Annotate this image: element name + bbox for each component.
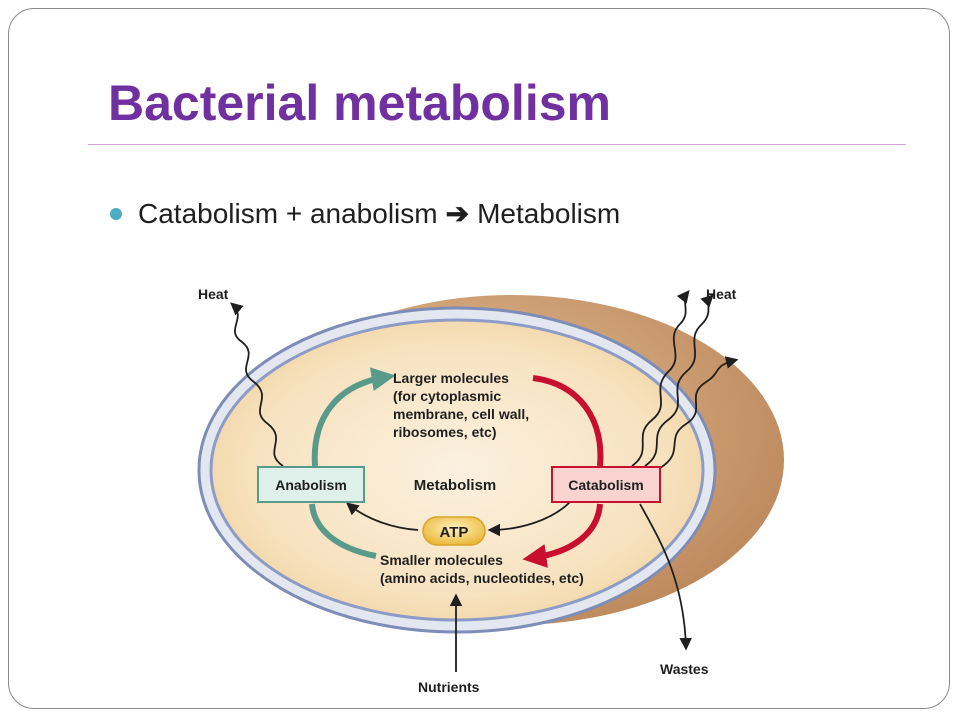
bullet-dot-icon [110, 207, 122, 220]
larger-molecules-text: Larger molecules (for cytoplasmic membra… [393, 370, 533, 440]
smaller-molecules-line-2: (amino acids, nucleotides, etc) [380, 570, 584, 586]
cell-membrane [209, 318, 705, 622]
catabolism-to-atp-arrow [487, 501, 571, 537]
smaller-molecules-line-1: Smaller molecules [380, 552, 503, 568]
larger-molecules-line-3: membrane, cell wall, [393, 406, 529, 422]
metabolism-center-label: Metabolism [414, 477, 497, 494]
wastes-arrow [639, 503, 692, 651]
bullet-text: Catabolism + anabolism➔Metabolism [138, 197, 620, 230]
larger-molecules-line-2: (for cytoplasmic [393, 388, 501, 404]
heat-right-arrow-3 [659, 356, 739, 469]
bullet-right-text: Metabolism [477, 198, 621, 229]
bullet-left-text: Catabolism + anabolism [138, 198, 438, 229]
catabolism-lower-arc [522, 503, 603, 568]
catabolism-box [551, 466, 661, 503]
atp-label: ATP [440, 524, 469, 541]
heat-right-arrow-2 [644, 294, 714, 467]
anabolism-label: Anabolism [275, 477, 347, 493]
bullet-item: Catabolism + anabolism➔Metabolism [108, 197, 620, 230]
slide-title: Bacterial metabolism [108, 75, 611, 131]
atp-capsule [422, 516, 486, 546]
heat-left-arrow [230, 302, 284, 467]
larger-molecules-line-4: ribosomes, etc) [393, 424, 496, 440]
anabolism-box [257, 466, 365, 503]
larger-molecules-line-1: Larger molecules [393, 370, 509, 386]
anabolism-lower-arc [309, 503, 377, 559]
title-divider [88, 144, 906, 145]
smaller-molecules-text: Smaller molecules (amino acids, nucleoti… [380, 552, 584, 586]
nutrients-label: Nutrients [418, 679, 480, 695]
wastes-label: Wastes [660, 661, 709, 677]
atp-to-anabolism-arrow [346, 502, 419, 531]
heat-left-label: Heat [198, 286, 229, 302]
anabolism-upper-arc [311, 367, 396, 467]
catabolism-label: Catabolism [568, 477, 643, 493]
right-arrow-icon: ➔ [445, 198, 470, 229]
heat-right-arrow-1 [631, 290, 690, 467]
heat-right-label: Heat [706, 286, 737, 302]
catabolism-upper-arc [532, 375, 604, 467]
